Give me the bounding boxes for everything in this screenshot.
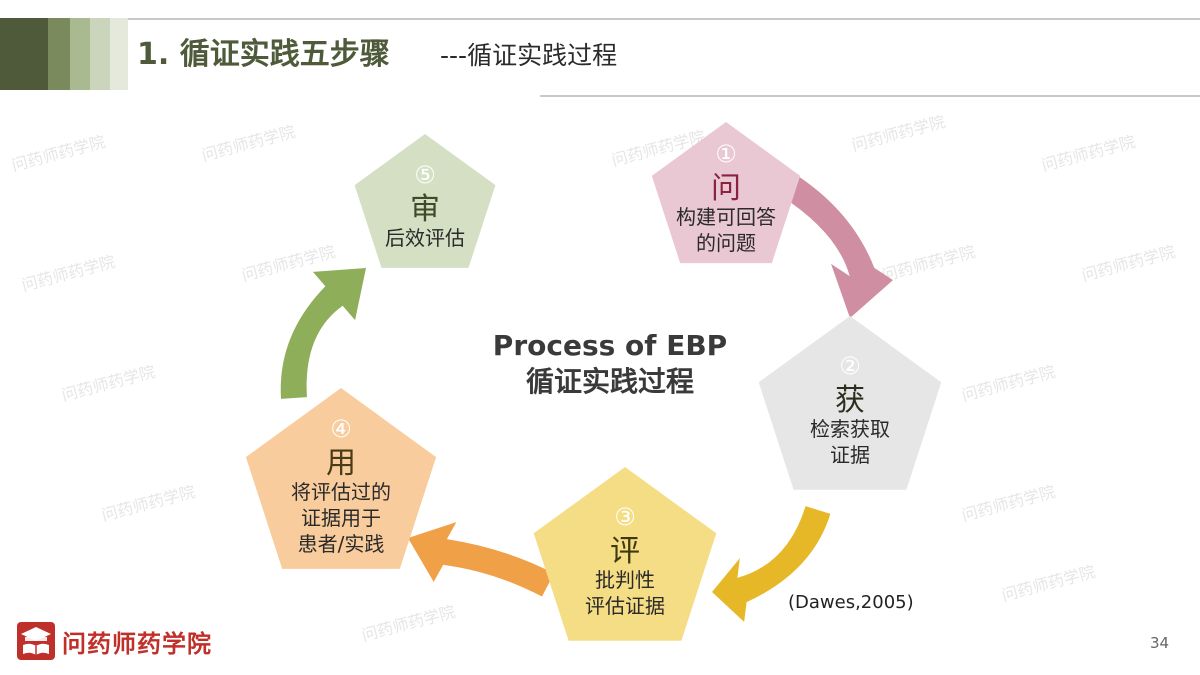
step-keyword: 评 [610,534,640,569]
cycle-arrow [712,506,831,622]
step-description: 评估证据 [585,594,665,618]
step-keyword: 获 [835,383,865,418]
cycle-arrows [280,174,893,622]
step-number: ③ [614,503,636,531]
center-label-zh: 循证实践过程 [525,365,694,398]
step-keyword: 用 [326,446,356,481]
brand-logo: 问药师药学院 [16,620,212,662]
step-pentagon [651,122,801,264]
header-stripe [48,18,70,90]
slide-subtitle: ---循证实践过程 [440,41,618,70]
header-stripe-decoration [0,18,130,90]
step-pentagon [758,316,942,490]
page-number: 34 [1150,634,1170,652]
step-description: 后效评估 [385,226,465,250]
step-number: ② [839,352,861,380]
step-description: 证据用于 [301,506,381,530]
step-keyword: 审 [410,192,440,227]
header-stripe [0,18,48,90]
header-stripe [110,18,128,90]
step-pentagon [533,467,717,641]
step-pentagon [354,134,496,268]
step-description: 证据 [830,443,870,467]
step-description: 批判性 [595,568,655,592]
header-stripe [70,18,90,90]
citation: (Dawes,2005) [788,592,914,613]
slide-title: 1. 循证实践五步骤 [137,37,390,72]
step-description: 构建可回答 [676,205,776,229]
step-description: 患者/实践 [298,532,385,556]
header-stripe [90,18,110,90]
cycle-arrow [408,522,555,597]
school-book-icon [17,622,55,660]
step-pentagon [245,388,437,569]
header-bottom-rule [540,95,1200,97]
cycle-arrow [780,174,893,318]
step-keyword: 问 [711,171,741,206]
step-number: ④ [330,415,352,443]
step-number: ⑤ [414,161,436,189]
step-description: 检索获取 [810,417,890,441]
cycle-arrow [280,268,366,399]
center-label-en: Process of EBP [492,329,728,362]
diagram-center-label: Process of EBP 循证实践过程 [480,328,740,400]
header-top-rule [0,18,1200,20]
step-description: 的问题 [696,231,756,255]
step-description: 将评估过的 [291,480,391,504]
step-number: ① [715,140,737,168]
brand-name: 问药师药学院 [62,629,212,658]
